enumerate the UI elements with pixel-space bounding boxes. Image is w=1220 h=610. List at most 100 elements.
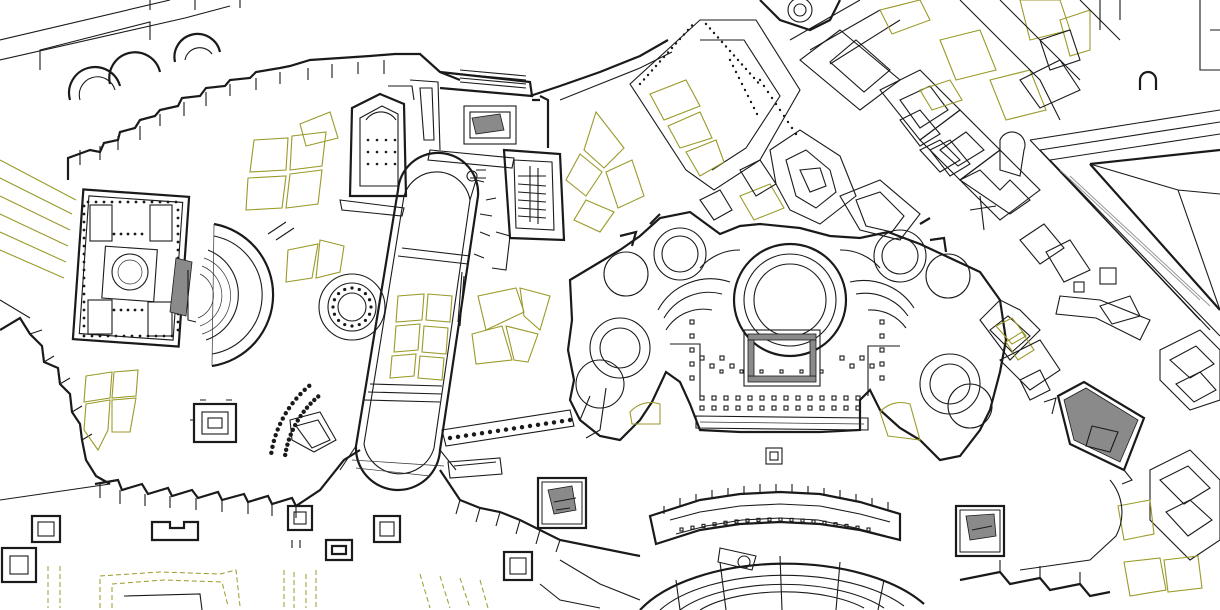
theatre-cavea [187, 222, 275, 368]
column-dot [142, 200, 146, 204]
column-dot [176, 224, 180, 228]
colonnade-west [269, 383, 337, 458]
column-dot [82, 276, 86, 280]
pier [711, 405, 717, 411]
pier [879, 347, 885, 353]
pyramid [1029, 109, 1220, 337]
column-dot [366, 150, 370, 154]
pier [855, 405, 861, 411]
column-dot [332, 312, 337, 316]
column-dot [158, 200, 162, 204]
column-dot [277, 421, 283, 427]
column-dot [174, 200, 178, 204]
column-dot [118, 200, 122, 204]
column-dot [731, 64, 735, 68]
column-dot [286, 405, 292, 411]
column-dot [479, 431, 485, 436]
pier [807, 395, 813, 401]
column-dot [282, 452, 288, 458]
column-dot [708, 27, 712, 30]
pier [734, 519, 739, 524]
column-dot [712, 31, 716, 35]
pier [759, 369, 764, 374]
column-dot [786, 120, 790, 124]
column-dot [527, 423, 533, 429]
column-dot [308, 401, 313, 406]
column-dot [778, 108, 782, 112]
column-dot [384, 150, 388, 154]
column-dot [176, 328, 180, 332]
baths-complex [566, 210, 1008, 465]
pier [747, 405, 753, 411]
pier [709, 363, 715, 369]
insulae-northeast [759, 0, 1220, 221]
portico-north [427, 69, 534, 182]
pier [723, 520, 728, 525]
column-dot [140, 232, 144, 236]
column-dot [720, 40, 724, 44]
column-dot [716, 36, 720, 39]
pier [759, 405, 765, 411]
column-dot [112, 232, 116, 236]
column-dot [94, 200, 98, 204]
pier [822, 520, 827, 525]
column-dot [90, 334, 94, 338]
column-dot [774, 102, 778, 106]
column-dot [728, 58, 732, 62]
pier [855, 395, 861, 401]
pier [699, 395, 705, 401]
column-dot [447, 435, 453, 441]
column-dot [766, 90, 770, 94]
column-dot [82, 300, 86, 304]
pier [735, 395, 741, 401]
column-dot [350, 324, 354, 328]
column-dot [682, 33, 686, 36]
column-dot [119, 232, 123, 236]
column-dot [375, 138, 379, 142]
column-dot [82, 244, 86, 248]
column-dot [138, 334, 142, 338]
column-dot [140, 308, 144, 312]
column-dot [285, 442, 290, 447]
pier [789, 517, 794, 522]
column-dot [283, 411, 288, 416]
east-stadium-rooms [491, 148, 566, 271]
column-dot [511, 426, 517, 431]
insulae-east [959, 329, 1220, 598]
column-dot [762, 84, 766, 88]
column-dot [126, 232, 130, 236]
column-dot [82, 228, 86, 232]
small-temple [190, 399, 238, 444]
column-dot [176, 208, 180, 212]
garden-plots-west [83, 111, 345, 452]
pier [779, 369, 784, 374]
column-dot [343, 287, 347, 292]
column-dot [112, 308, 116, 312]
column-dot [752, 106, 756, 110]
column-dot [288, 432, 293, 437]
column-dot [176, 248, 180, 252]
column-dot [642, 78, 646, 81]
pier [783, 395, 789, 401]
column-dot [749, 100, 753, 104]
pier [771, 405, 777, 411]
northeast-blocks [629, 19, 921, 241]
column-dot [737, 76, 741, 80]
pier [843, 405, 849, 411]
pier [811, 519, 816, 524]
city-wall-west [0, 316, 111, 485]
column-dot [559, 419, 565, 424]
hatched-building [1043, 380, 1146, 485]
column-dot [678, 37, 682, 41]
pier [879, 333, 885, 339]
column-dot [666, 51, 670, 54]
pier [795, 395, 801, 401]
column-dot [790, 126, 794, 130]
pier [759, 395, 765, 401]
column-dot [166, 200, 170, 204]
column-dot [740, 82, 744, 86]
column-dot [748, 72, 752, 75]
column-dot [543, 421, 549, 426]
column-dot [295, 418, 300, 423]
